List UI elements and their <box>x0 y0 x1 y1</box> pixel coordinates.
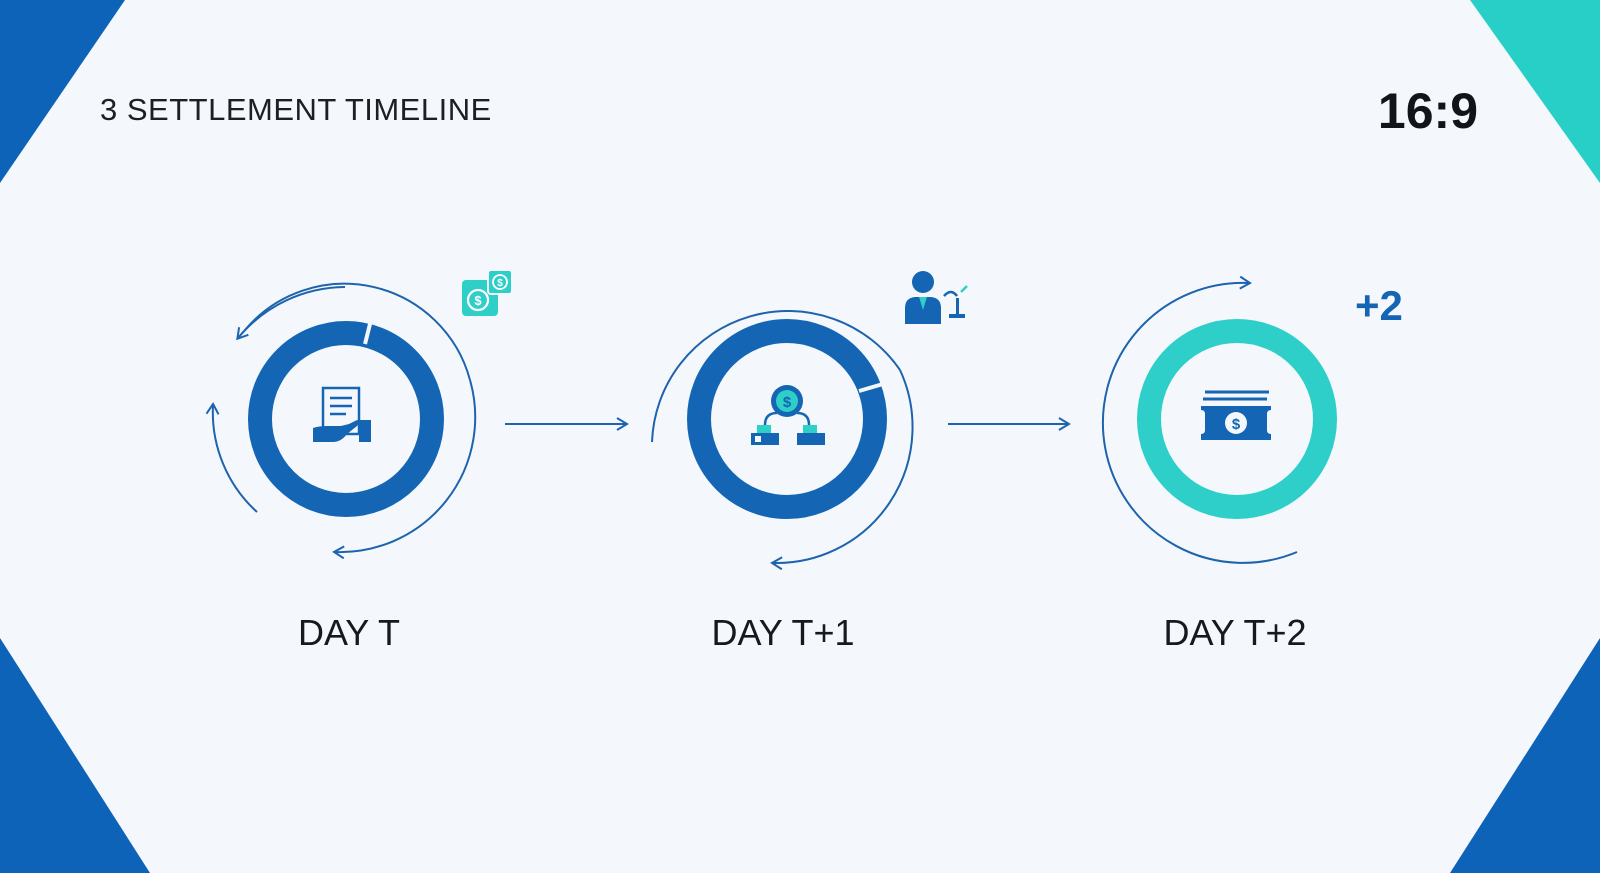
cycle-arrows-day-t <box>205 282 477 560</box>
step-label-day-t2: DAY T+2 <box>1163 612 1307 653</box>
banknote-icon: $ <box>1201 390 1271 440</box>
progress-ring-day-t <box>248 321 444 517</box>
step-day-t: $ $ <box>205 269 513 560</box>
svg-text:$: $ <box>474 293 482 308</box>
page-title: 3 SETTLEMENT TIMELINE <box>100 92 492 127</box>
progress-ring-day-t2 <box>1137 319 1337 519</box>
step-label-day-t: DAY T <box>297 612 401 653</box>
day-offset-badge: +2 <box>1355 282 1403 329</box>
corner-decor-bottom-right <box>1450 638 1600 873</box>
svg-text:$: $ <box>497 278 503 289</box>
corner-decor-top-left <box>0 0 125 183</box>
aspect-ratio-label: 16:9 <box>1377 83 1478 139</box>
step-day-t1: $ <box>651 271 968 571</box>
step-label-day-t1: DAY T+1 <box>711 612 855 653</box>
corner-decor-bottom-left <box>0 638 150 873</box>
cycle-arrows-day-t1 <box>651 310 914 571</box>
document-hand-icon <box>313 386 371 442</box>
dollar-network-icon: $ <box>751 385 825 445</box>
svg-text:$: $ <box>1232 416 1241 433</box>
svg-text:$: $ <box>783 394 792 411</box>
person-chart-icon <box>905 271 968 324</box>
dollar-cards-icon: $ $ <box>462 269 513 316</box>
step-day-t2: $ <box>1101 275 1337 564</box>
cycle-arrows-day-t2 <box>1101 275 1298 564</box>
corner-decor-top-right <box>1470 0 1600 183</box>
progress-ring-day-t1 <box>687 319 887 519</box>
